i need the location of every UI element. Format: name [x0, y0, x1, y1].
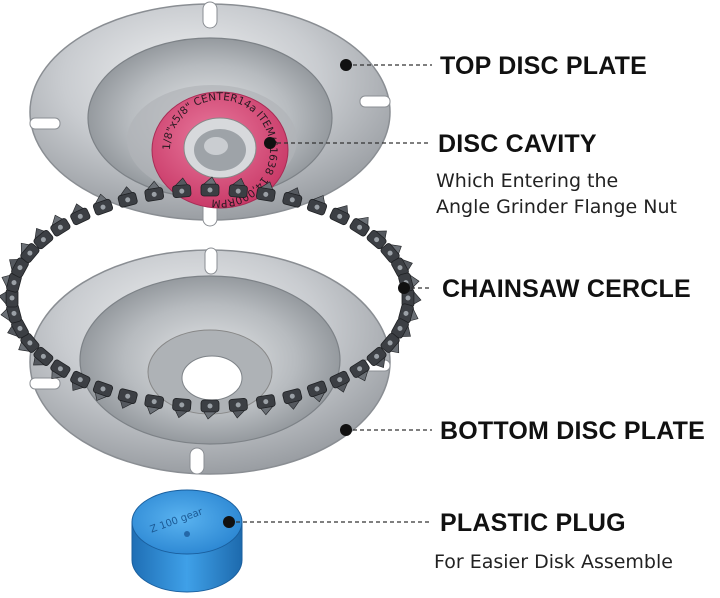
chain-link: [200, 399, 220, 420]
disc-cavity-dot: [264, 137, 276, 149]
chain-link: [92, 193, 114, 216]
chain-link: [70, 203, 91, 226]
disc-cavity-label: 1/8"x5/8" CENTER14a ITEM/61638 14,000RPM: [151, 91, 289, 209]
chain-link: [33, 227, 54, 250]
chain-link: [172, 398, 192, 419]
chainsaw-dot: [398, 282, 410, 294]
chain-link: [117, 388, 138, 409]
chain-link: [329, 370, 350, 393]
disc-cavity-desc-line2: Angle Grinder Flange Nut: [436, 196, 677, 218]
chain-link: [306, 380, 328, 403]
chain-link: [256, 181, 276, 202]
chain-link: [144, 394, 164, 415]
chain-link: [144, 180, 164, 202]
chainsaw-cercle-title: CHAINSAW CERCLE: [442, 275, 691, 303]
top-disc-dot: [340, 59, 352, 71]
chain-link: [0, 288, 19, 308]
disc-cavity-title: DISC CAVITY: [438, 130, 597, 158]
leader-lines: [229, 64, 432, 523]
plastic-plug: Z 100 gear: [131, 489, 243, 593]
chain-link: [329, 205, 350, 226]
chain-link: [366, 230, 387, 250]
chain-link: [349, 217, 370, 237]
chain-link: [200, 176, 220, 197]
chain-link: [306, 195, 328, 216]
bottom-disc-plate-title: BOTTOM DISC PLATE: [440, 417, 705, 445]
chain-link: [7, 318, 29, 339]
chain-link: [256, 394, 276, 416]
plastic-plug-desc: For Easier Disk Assemble: [434, 551, 673, 573]
chain-link: [18, 332, 40, 353]
bottom-disc-plate: [29, 247, 391, 475]
top-disc-plate-title: TOP DISC PLATE: [440, 52, 647, 80]
chain-link: [50, 214, 71, 237]
chain-link: [228, 177, 248, 198]
plastic-plug-title: PLASTIC PLUG: [440, 509, 626, 537]
chain-link: [20, 242, 40, 264]
chain-link: [349, 359, 370, 382]
chain-link: [1, 272, 22, 293]
bottom-disc-dot: [340, 424, 352, 436]
leader-dots: [223, 59, 410, 528]
chain-link: [282, 388, 303, 410]
chain-link: [92, 380, 114, 401]
chain-link: [33, 346, 54, 366]
chain-link: [172, 177, 192, 198]
chain-link: [282, 187, 303, 208]
chain-link: [70, 370, 91, 391]
disc-cavity-desc-line1: Which Entering the: [436, 170, 619, 192]
chain-link: [50, 359, 71, 379]
plug-dot: [223, 516, 235, 528]
chain-link: [366, 346, 387, 369]
chain-link: [391, 257, 413, 278]
chain-link: [380, 332, 400, 354]
chain-link: [117, 186, 138, 208]
chainsaw-chain: [0, 176, 422, 420]
chain-link: [398, 303, 419, 324]
chain-link: [228, 398, 248, 419]
